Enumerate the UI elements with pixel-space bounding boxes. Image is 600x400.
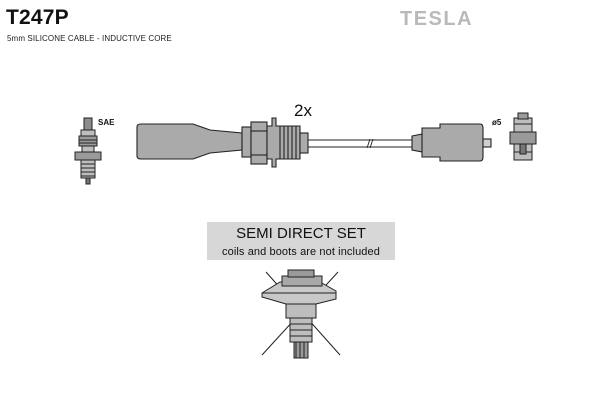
terminal-diameter-label: ø5 bbox=[492, 118, 502, 127]
terminal-connector-icon bbox=[509, 112, 537, 161]
ignition-coil-icon bbox=[261, 269, 341, 359]
spark-plug-icon bbox=[74, 117, 102, 185]
terminal-boot bbox=[411, 123, 492, 162]
brand-logo: TESLA bbox=[400, 8, 474, 30]
quantity-label: 2x bbox=[294, 101, 312, 120]
banner-note: coils and boots are not included bbox=[222, 246, 380, 258]
ignition-cable bbox=[308, 138, 412, 149]
semi-direct-set-banner: SEMI DIRECT SET coils and boots are not … bbox=[207, 222, 395, 260]
plug-boot bbox=[136, 117, 309, 168]
banner-title: SEMI DIRECT SET bbox=[236, 225, 366, 242]
cable-description: 5mm SILICONE CABLE - INDUCTIVE CORE bbox=[7, 34, 172, 43]
sae-label: SAE bbox=[98, 118, 115, 127]
part-number: T247P bbox=[6, 6, 69, 29]
